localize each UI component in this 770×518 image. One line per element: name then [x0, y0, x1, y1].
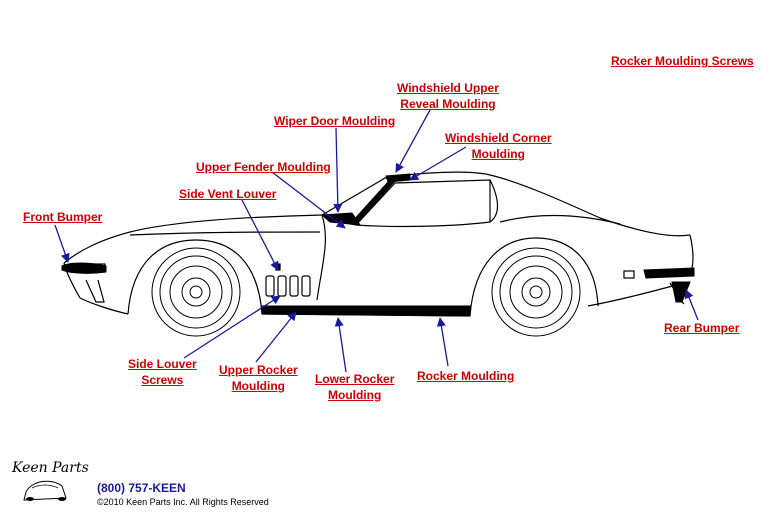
- front-bumper-part: [61, 262, 107, 274]
- arrow-side-vent-louver: [241, 199, 279, 271]
- label-windshield-upper-reveal[interactable]: Windshield Upper Reveal Moulding: [397, 80, 499, 112]
- arrow-upper-fender: [271, 171, 346, 229]
- rear-wheel: [491, 247, 581, 337]
- phone-link[interactable]: (800) 757-KEEN: [97, 481, 186, 495]
- label-line: Windshield Upper: [397, 81, 499, 95]
- windshield-corner-part: [349, 181, 396, 226]
- arrow-windshield-corner: [409, 146, 467, 181]
- label-line: Upper Rocker: [219, 363, 298, 377]
- label-rocker-moulding[interactable]: Rocker Moulding: [417, 369, 515, 383]
- windshield-upper-part: [385, 173, 411, 183]
- label-side-louver-screws[interactable]: Side Louver Screws: [128, 356, 197, 388]
- arrow-windshield-upper: [395, 109, 431, 173]
- label-line: Moulding: [231, 379, 286, 393]
- highlighted-parts: [61, 173, 695, 317]
- logo-text: Keen Parts: [11, 460, 89, 476]
- copyright-text: ©2010 Keen Parts Inc. All Rights Reserve…: [97, 497, 269, 507]
- arrow-rear-bumper: [684, 289, 699, 321]
- rear-bumper-part: [643, 267, 695, 279]
- pointer-arrows: [54, 109, 699, 373]
- arrow-lower-rocker: [334, 317, 347, 373]
- label-line: Side Louver: [128, 357, 197, 371]
- label-line: Lower Rocker: [315, 372, 395, 386]
- label-line: Moulding: [471, 147, 525, 161]
- label-line: Windshield Corner: [445, 131, 552, 145]
- rocker-moulding-part: [261, 305, 471, 317]
- label-rear-bumper[interactable]: Rear Bumper: [664, 321, 740, 335]
- label-line: Reveal Moulding: [400, 97, 496, 111]
- rear-bumper-lower: [671, 281, 691, 303]
- arrow-rocker-moulding: [436, 317, 449, 367]
- keen-parts-logo: Keen Parts: [11, 460, 89, 501]
- arrow-wiper-door: [333, 127, 343, 213]
- label-front-bumper[interactable]: Front Bumper: [23, 210, 103, 224]
- side-louvers: [265, 263, 311, 297]
- front-wheel: [151, 247, 241, 337]
- label-upper-fender-moulding[interactable]: Upper Fender Moulding: [196, 160, 331, 174]
- label-line: Moulding: [328, 388, 382, 402]
- label-line: Screws: [141, 373, 184, 387]
- label-lower-rocker-moulding[interactable]: Lower Rocker Moulding: [315, 371, 394, 403]
- arrow-side-louver-screws: [183, 295, 281, 359]
- arrow-upper-rocker: [255, 311, 297, 363]
- label-windshield-corner-moulding[interactable]: Windshield Corner Moulding: [445, 130, 552, 162]
- label-wiper-door-moulding[interactable]: Wiper Door Moulding: [274, 114, 396, 128]
- wiper-door-part: [320, 212, 362, 226]
- label-side-vent-louver[interactable]: Side Vent Louver: [179, 187, 277, 201]
- label-rocker-moulding-screws[interactable]: Rocker Moulding Screws: [611, 54, 754, 68]
- label-upper-rocker-moulding[interactable]: Upper Rocker Moulding: [219, 362, 298, 394]
- arrow-front-bumper: [54, 224, 70, 263]
